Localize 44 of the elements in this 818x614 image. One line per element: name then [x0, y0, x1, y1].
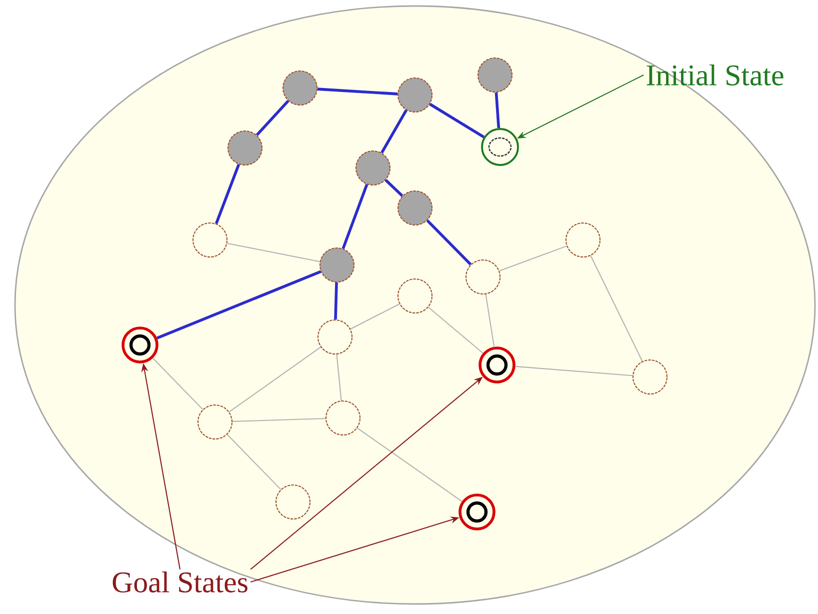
connector-line [485, 294, 495, 347]
connector-line [590, 256, 643, 362]
state-circle [632, 359, 668, 395]
connector-line [342, 184, 368, 250]
state-space-ellipse [14, 5, 816, 605]
annotation-label: Goal States [112, 571, 248, 592]
state-circle [397, 278, 433, 314]
connector-line [515, 366, 633, 376]
connector-line [429, 102, 485, 138]
connector-line [256, 100, 290, 136]
visited-state-circle [477, 57, 513, 93]
connector-line [152, 358, 204, 410]
connector-line [227, 242, 320, 262]
connector-line [357, 428, 462, 502]
connector-line [232, 418, 326, 422]
state-circle [465, 259, 501, 295]
connector-line [336, 354, 342, 401]
state-circle [275, 484, 311, 520]
visited-state-circle [282, 70, 318, 106]
state-circle [317, 319, 353, 355]
state-circle [192, 222, 228, 258]
connector-line [226, 434, 282, 490]
visited-state-circle [319, 247, 355, 283]
connector-line [494, 92, 500, 128]
connector-line [499, 246, 567, 272]
connector-line [428, 306, 484, 354]
connector-line [156, 270, 322, 340]
connector-line [350, 304, 400, 330]
connector-line [380, 109, 408, 154]
visited-state-circle [227, 130, 263, 166]
state-circle [325, 400, 361, 436]
connector-line [229, 346, 322, 412]
connector-line [334, 282, 338, 320]
connector-line [214, 164, 240, 224]
visited-state-circle [355, 150, 391, 186]
connector-line [384, 179, 404, 197]
annotation-label: Initial State [646, 64, 784, 86]
visited-state-circle [397, 77, 433, 113]
connector-line [317, 88, 398, 96]
state-circle [565, 222, 601, 258]
state-circle [197, 404, 233, 440]
initial-state-circle [481, 128, 519, 166]
connector-line [426, 219, 472, 266]
visited-state-circle [397, 190, 433, 226]
